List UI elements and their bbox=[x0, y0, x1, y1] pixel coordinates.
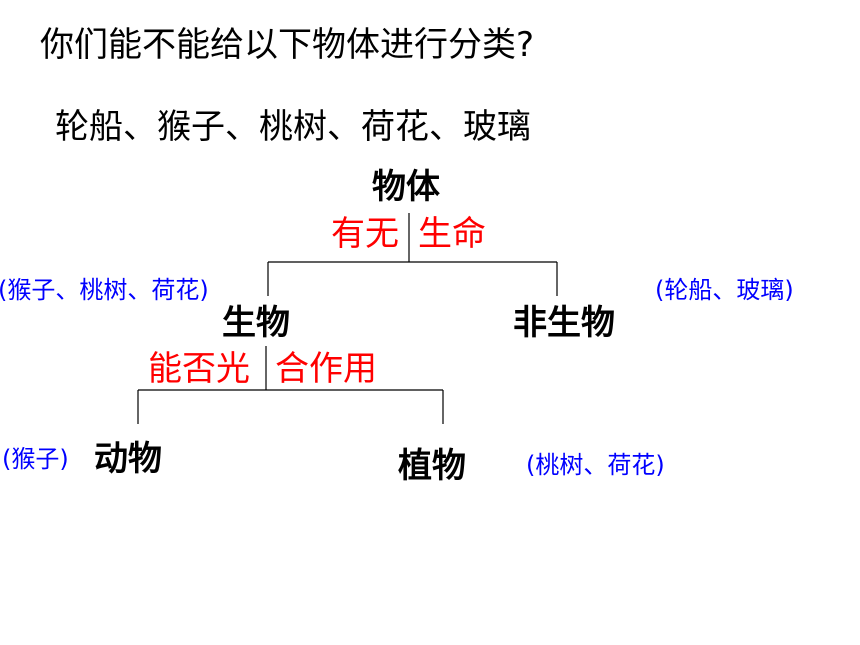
nonliving-node: 非生物 bbox=[513, 303, 615, 343]
living-node: 生物 bbox=[222, 303, 290, 343]
root-node: 物体 bbox=[372, 167, 440, 207]
animal-node: 动物 bbox=[94, 439, 162, 479]
criterion-1-left: 有无 bbox=[331, 214, 399, 254]
criterion-2-right: 合作用 bbox=[275, 349, 377, 389]
criterion-2-left: 能否光 bbox=[148, 349, 250, 389]
plant-note: (桃树、荷花) bbox=[526, 451, 665, 479]
plant-node: 植物 bbox=[398, 446, 466, 486]
question-title: 你们能不能给以下物体进行分类? bbox=[40, 25, 535, 65]
nonliving-note: (轮船、玻璃) bbox=[655, 276, 794, 304]
items-list: 轮船、猴子、桃树、荷花、玻璃 bbox=[55, 107, 531, 147]
living-note: (猴子、桃树、荷花) bbox=[0, 276, 209, 304]
animal-note: (猴子) bbox=[2, 445, 69, 473]
criterion-1-right: 生命 bbox=[418, 214, 486, 254]
